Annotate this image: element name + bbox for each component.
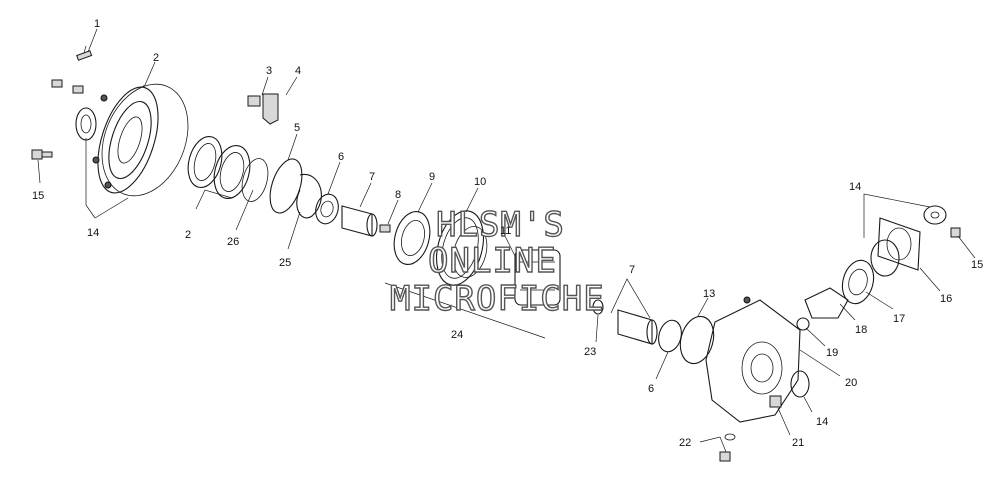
callout: 8 xyxy=(395,189,401,201)
part-14-washer-right xyxy=(923,205,947,225)
callout: 17 xyxy=(893,313,905,325)
part-11-clutch xyxy=(514,249,561,306)
callout: 15 xyxy=(971,259,983,271)
callout: 24 xyxy=(451,329,463,341)
watermark: HLSM'S ONLINE MICROFICHE xyxy=(389,204,605,319)
callout: 25 xyxy=(279,257,291,269)
part-21-plug xyxy=(769,395,782,408)
part-15-bolt-right xyxy=(950,227,961,238)
callout: 26 xyxy=(227,236,239,248)
callout: 11 xyxy=(500,225,511,237)
callout: 2 xyxy=(185,229,191,241)
watermark-line-1: HLSM'S xyxy=(436,205,565,245)
callout: 14 xyxy=(816,416,828,428)
callout: 9 xyxy=(429,171,435,183)
part-13-cup xyxy=(679,315,715,365)
callout: 15 xyxy=(32,190,44,202)
part-26-disc xyxy=(241,158,269,202)
callout: 23 xyxy=(584,346,596,358)
watermark-line-3: MICROFICHE xyxy=(390,279,605,319)
part-17-bearing xyxy=(841,259,875,305)
watermark-line-2: ONLINE xyxy=(428,241,557,281)
callout: 1 xyxy=(94,18,100,30)
part-14-seal-left xyxy=(75,107,97,141)
callout: 7 xyxy=(369,171,375,183)
callout: 6 xyxy=(338,151,344,163)
callout: 14 xyxy=(849,181,861,193)
part-3-bushing xyxy=(247,95,261,107)
part-23-ring xyxy=(592,299,604,315)
callout: 18 xyxy=(855,324,867,336)
callout: 21 xyxy=(792,437,804,449)
callout: 16 xyxy=(940,293,952,305)
part-6-bearing-left xyxy=(315,193,339,225)
part-5-ring xyxy=(269,158,303,214)
callout: 10 xyxy=(474,176,486,188)
callout: 6 xyxy=(648,383,654,395)
part-19-washer xyxy=(796,317,810,331)
callout: 13 xyxy=(703,288,715,300)
part-7-sleeve-right xyxy=(617,309,658,345)
part-16-cover xyxy=(870,217,921,277)
part-9-bearing xyxy=(393,211,431,265)
part-25-snapring xyxy=(296,174,322,219)
part-7-sleeve-left xyxy=(341,205,378,237)
part-14-seal-right xyxy=(790,370,810,398)
part-2-rings xyxy=(187,135,251,199)
leader-lines xyxy=(37,28,976,453)
callout: 2 xyxy=(153,52,159,64)
callout: 4 xyxy=(295,65,301,77)
part-2-cover xyxy=(92,83,189,197)
part-10-ring-gear xyxy=(436,210,488,286)
callout: 22 xyxy=(679,437,691,449)
callout: 19 xyxy=(826,347,838,359)
callout: 20 xyxy=(845,377,857,389)
part-8-pin xyxy=(379,224,391,233)
callout-labels: 1 2 3 4 5 6 7 8 9 10 11 14 2 26 25 15 24… xyxy=(32,18,983,449)
part-4-clip xyxy=(262,93,279,125)
callout: 14 xyxy=(87,227,99,239)
part-18-pinion xyxy=(804,287,849,319)
callout: 5 xyxy=(294,122,300,134)
assembly-bracket-24 xyxy=(384,282,546,339)
part-20-housing xyxy=(705,296,801,423)
part-15-bolt-left xyxy=(31,149,53,160)
part-22-drain xyxy=(719,433,736,462)
callout: 7 xyxy=(629,264,635,276)
part-1-stud xyxy=(51,45,93,94)
callout: 3 xyxy=(266,65,272,77)
